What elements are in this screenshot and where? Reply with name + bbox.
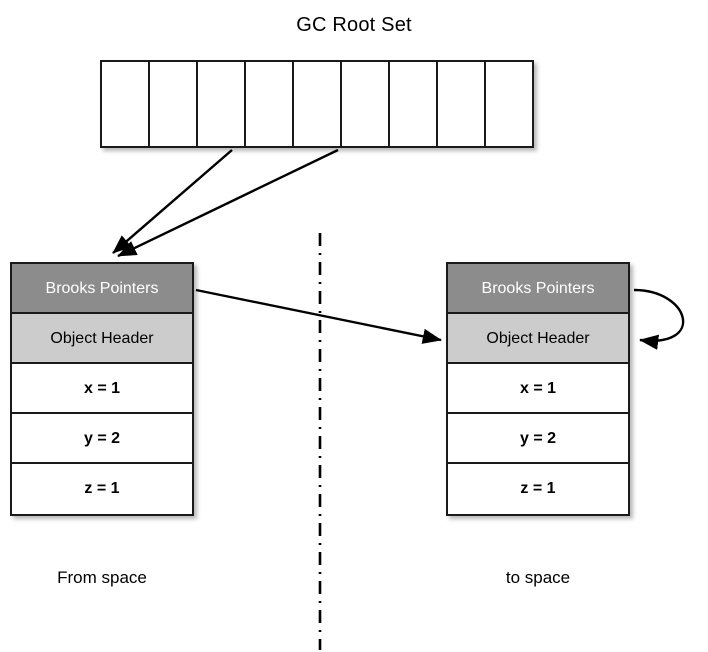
self-forwarding-pointer-arrow (633, 288, 685, 350)
root-set-cell[interactable] (486, 62, 532, 146)
root-set-cell[interactable] (246, 62, 294, 146)
to-space-field-x: x = 1 (448, 364, 628, 414)
root-set-cell[interactable] (102, 62, 150, 146)
root-set-cell[interactable] (438, 62, 486, 146)
from-space-field-y: y = 2 (12, 414, 192, 464)
to-space-brooks-pointers-row: Brooks Pointers (448, 264, 628, 314)
from-space-object-header-row: Object Header (12, 314, 192, 364)
from-space-object: Brooks Pointers Object Header x = 1 y = … (10, 262, 194, 516)
root-set-cell[interactable] (390, 62, 438, 146)
from-space-brooks-pointers-row: Brooks Pointers (12, 264, 192, 314)
root-set-cell[interactable] (342, 62, 390, 146)
root-set-cell[interactable] (150, 62, 198, 146)
forwarding-pointer-arrow (195, 288, 442, 344)
root-set-cell[interactable] (294, 62, 342, 146)
from-space-caption: From space (57, 568, 147, 587)
to-space-caption: to space (505, 568, 571, 587)
to-space-object-header-row: Object Header (448, 314, 628, 364)
root-ref-arrow-1 (112, 149, 233, 254)
root-set-cell[interactable] (198, 62, 246, 146)
root-ref-arrow-2 (117, 148, 339, 258)
to-space-field-z: z = 1 (448, 464, 628, 514)
to-space-object: Brooks Pointers Object Header x = 1 y = … (446, 262, 630, 516)
to-space-field-y: y = 2 (448, 414, 628, 464)
from-space-field-x: x = 1 (12, 364, 192, 414)
gc-root-set-table (100, 60, 534, 148)
from-space-field-z: z = 1 (12, 464, 192, 514)
page-title: GC Root Set (296, 14, 412, 36)
